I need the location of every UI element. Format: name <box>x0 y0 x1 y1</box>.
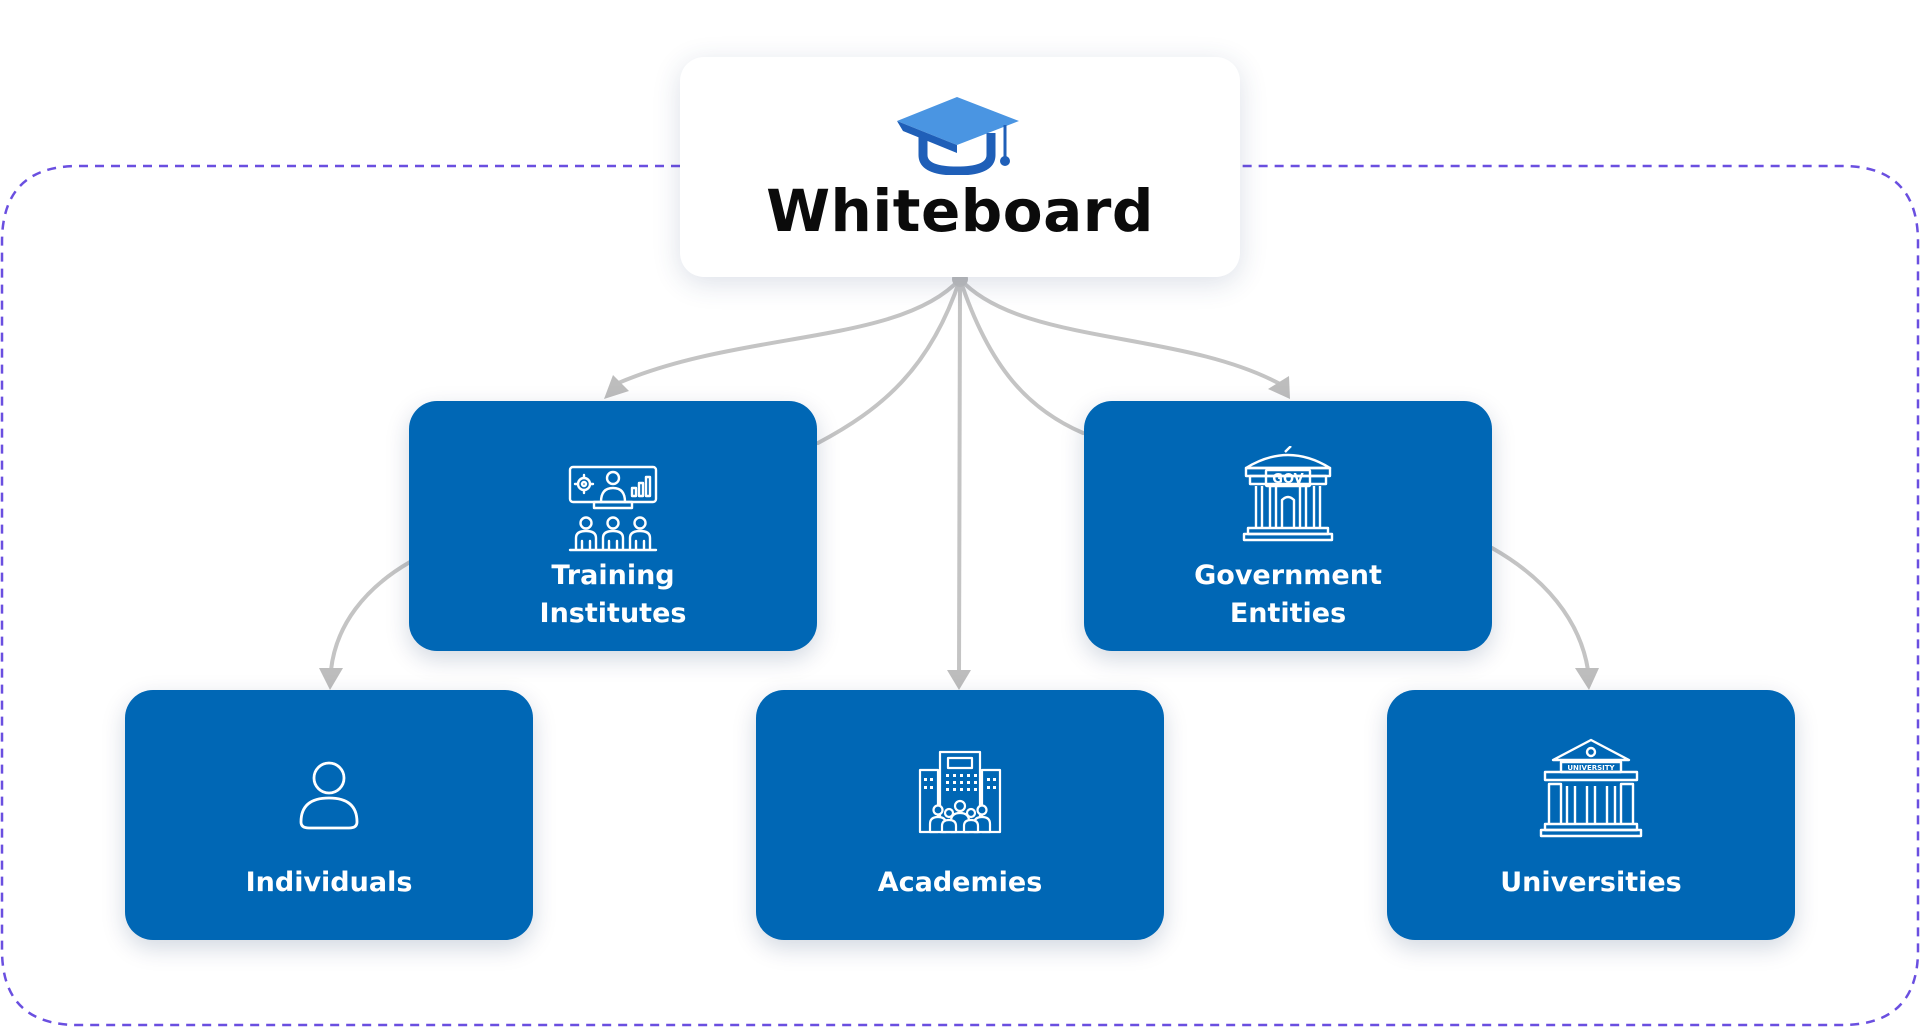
academies-label: Academies <box>877 867 1043 898</box>
graduation-cap-icon <box>897 97 1019 175</box>
arrowhead-universities <box>1575 668 1599 690</box>
node-government-entities[interactable]: GOV Government Entities <box>1084 401 1492 651</box>
connector-whiteboard-to-training-body <box>816 277 962 445</box>
university-building-icon: UNIVERSITY <box>1539 738 1643 838</box>
node-training-institutes[interactable]: Training Institutes <box>409 401 817 651</box>
connector-whiteboard-to-training <box>614 277 962 386</box>
arrowhead-academies <box>947 670 971 690</box>
connector-whiteboard-to-government <box>958 277 1282 386</box>
ecosystem-boundary <box>0 164 1920 1027</box>
universities-label: Universities <box>1500 867 1682 898</box>
connector-government-to-universities <box>1490 546 1590 672</box>
arrowhead-government <box>1268 376 1290 399</box>
node-universities[interactable]: UNIVERSITY Universities <box>1387 690 1795 940</box>
government-label-line2: Entities <box>1229 598 1347 629</box>
training-label-line2: Institutes <box>539 598 687 629</box>
classroom-presentation-icon <box>568 465 658 552</box>
academy-building-group-icon <box>918 750 1002 834</box>
university-icon-text: UNIVERSITY <box>1567 764 1615 772</box>
connector-training-to-individuals <box>329 560 412 672</box>
arrowhead-individuals <box>319 668 343 690</box>
connector-whiteboard-to-academies <box>957 277 962 680</box>
root-title: Whiteboard <box>766 177 1154 245</box>
connector-whiteboard-to-government-body <box>958 277 1085 435</box>
individuals-label: Individuals <box>245 867 413 898</box>
government-building-icon: GOV <box>1242 446 1334 542</box>
node-individuals[interactable]: Individuals <box>125 690 533 940</box>
training-label-line1: Training <box>551 560 675 591</box>
arrowhead-training <box>604 375 629 399</box>
person-icon <box>299 761 359 830</box>
whiteboard-root-card[interactable]: Whiteboard <box>680 57 1240 277</box>
node-academies[interactable]: Academies <box>756 690 1164 940</box>
government-label-line1: Government <box>1194 560 1382 591</box>
